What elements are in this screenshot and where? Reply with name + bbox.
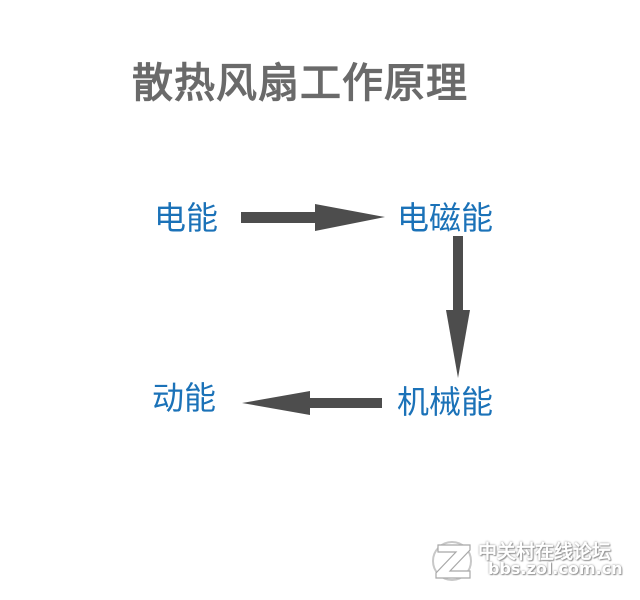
node-electromagnetic-energy: 电磁能	[397, 199, 494, 237]
node-mechanical-energy: 机械能	[397, 383, 494, 421]
arrow-electric-to-electromagnetic	[241, 204, 385, 231]
watermark: 中关村在线论坛 bbs.zol.com.cn	[430, 535, 630, 585]
diagram-title: 散热风扇工作原理	[132, 59, 468, 107]
watermark-url: bbs.zol.com.cn	[488, 559, 623, 578]
watermark-site-name: 中关村在线论坛	[478, 541, 612, 563]
arrow-electromagnetic-to-mechanical	[446, 236, 470, 378]
zol-logo-icon	[432, 541, 472, 581]
arrow-mechanical-to-kinetic	[242, 391, 382, 415]
node-electric-energy: 电能	[154, 199, 219, 237]
node-kinetic-energy: 动能	[152, 379, 217, 417]
